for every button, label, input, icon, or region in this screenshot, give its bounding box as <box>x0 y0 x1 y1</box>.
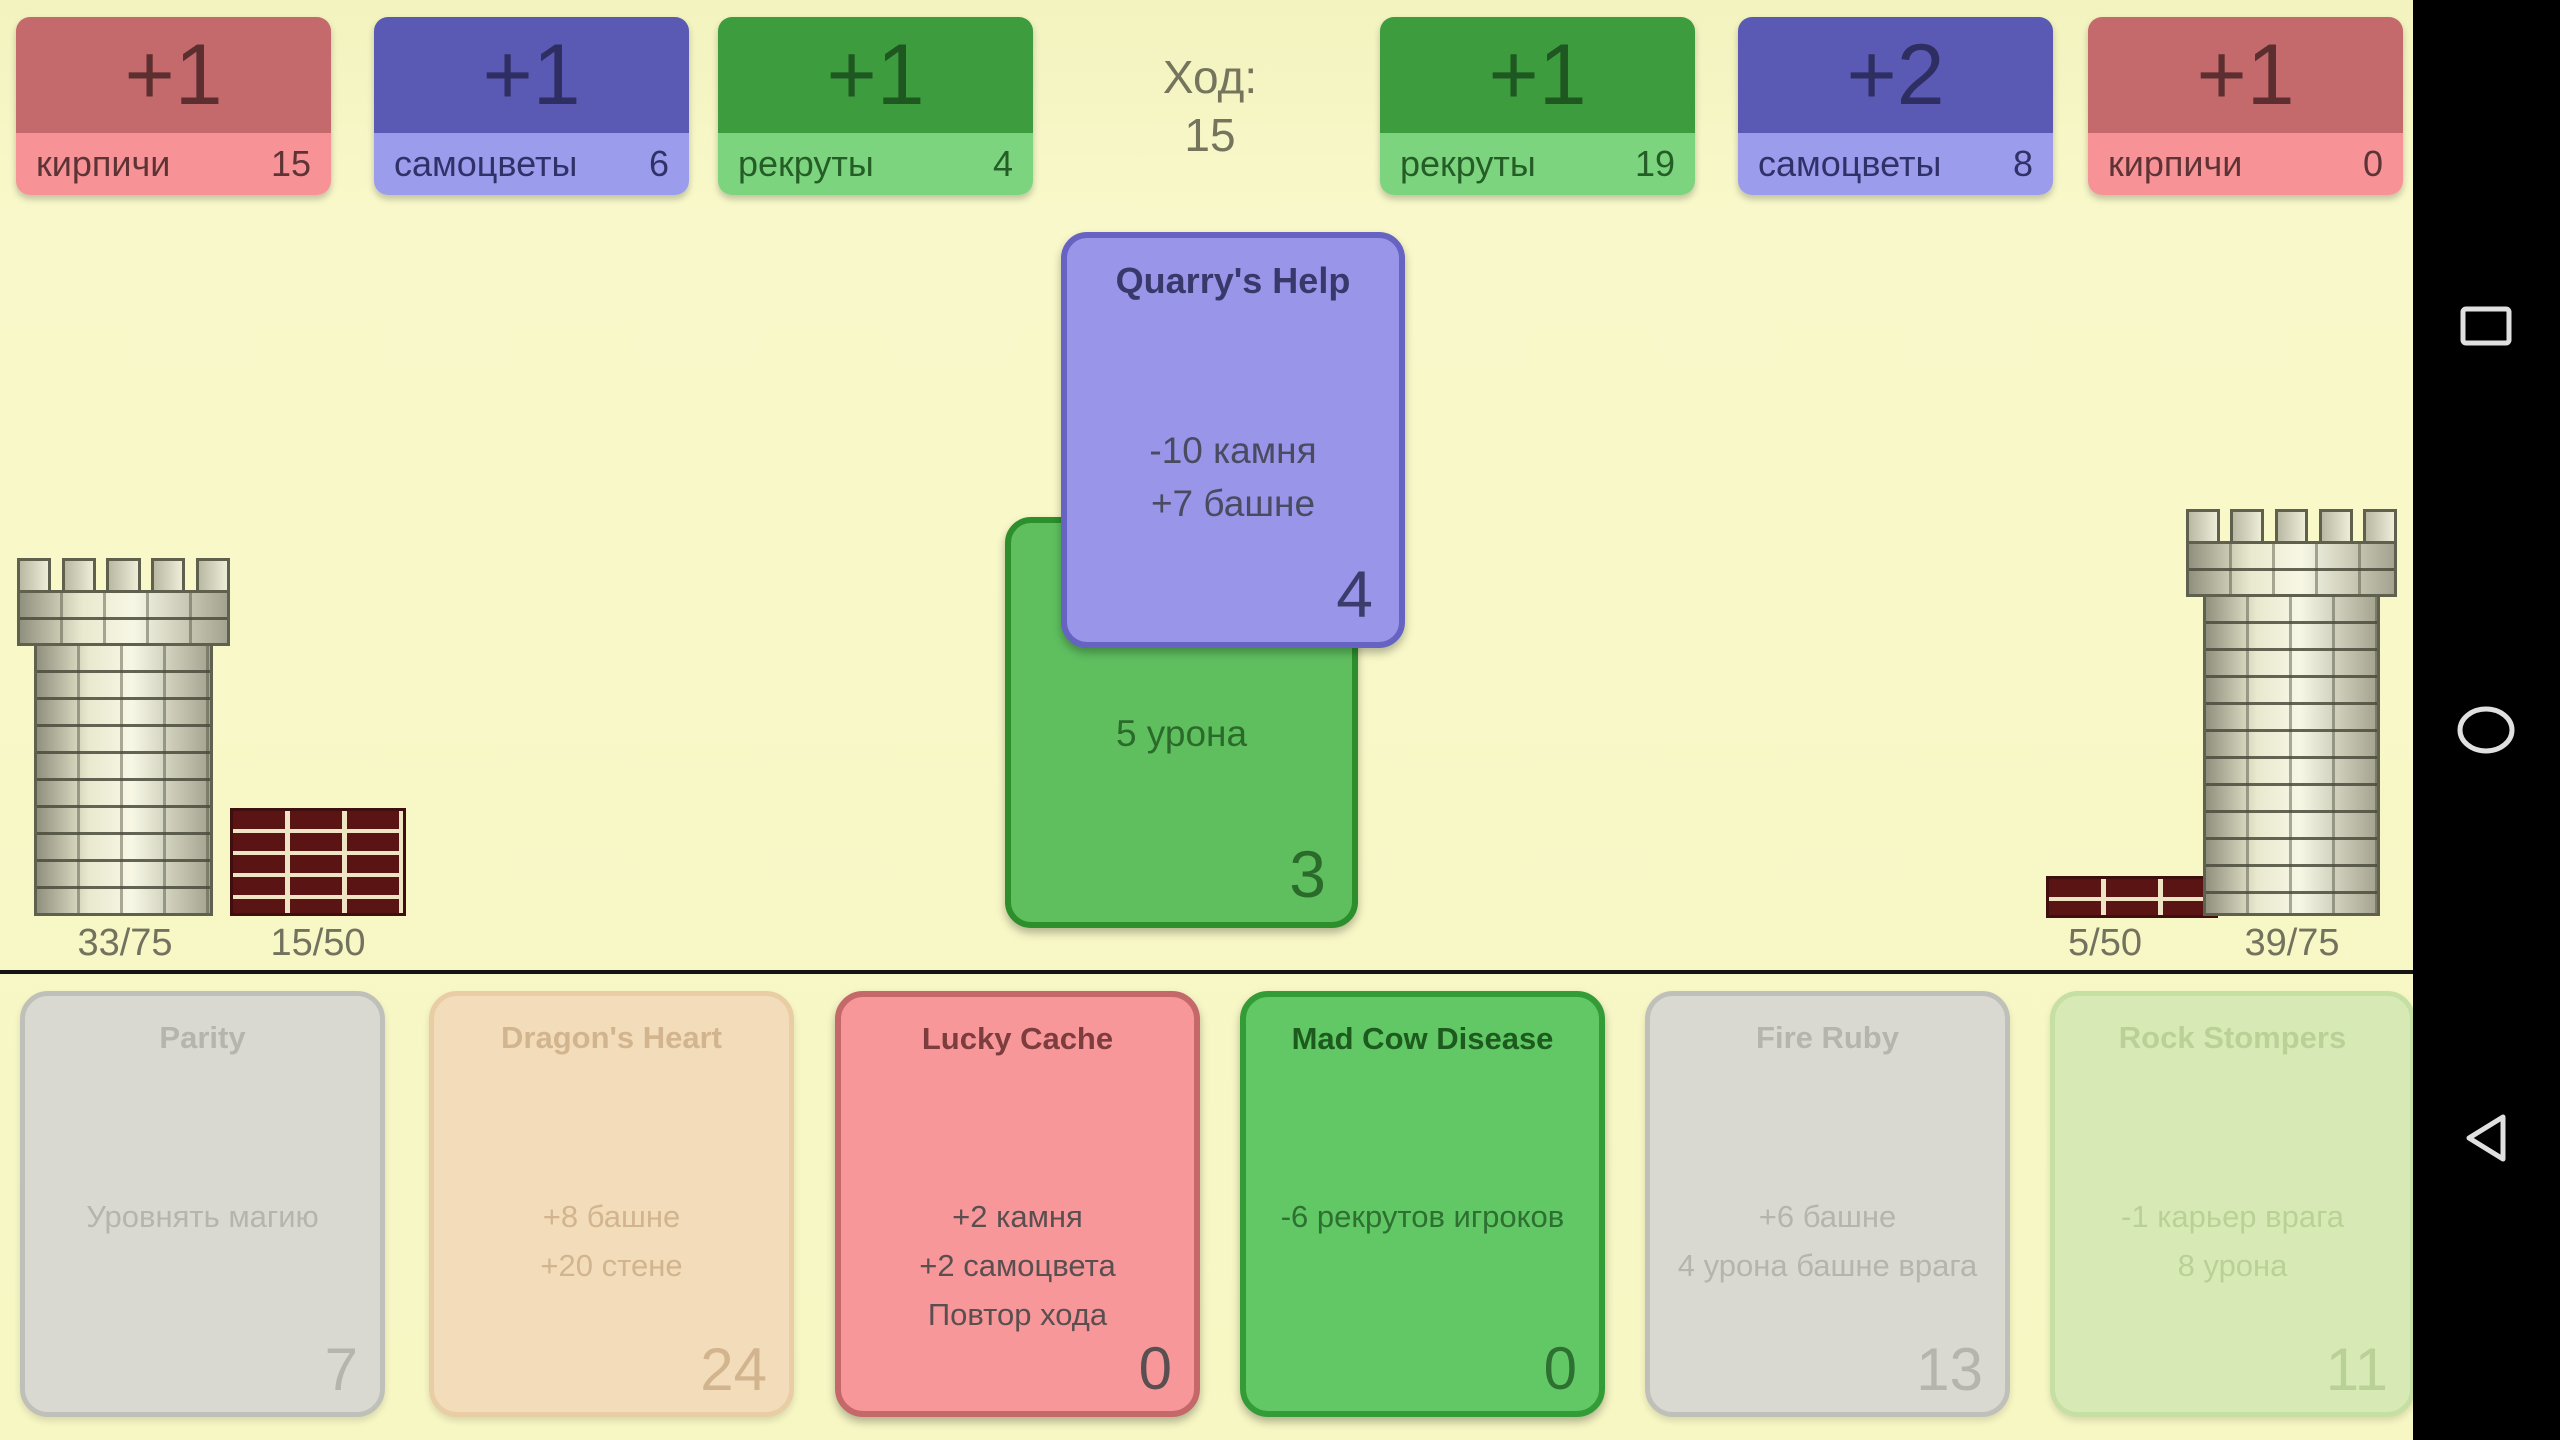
resource-card-bricks-player: +1 кирпичи 15 <box>16 17 331 195</box>
resource-strip: самоцветы 6 <box>374 133 689 195</box>
resource-gain: +1 <box>16 17 331 133</box>
enemy-wall-icon <box>2046 876 2218 918</box>
resource-value: 15 <box>270 143 311 184</box>
tower-crown <box>17 590 230 646</box>
card-title: Lucky Cache <box>921 1021 1114 1056</box>
card-effect: +6 башне 4 урона башне врага <box>1677 1198 1978 1283</box>
card-cost: 24 <box>700 1336 767 1403</box>
card-cost: 0 <box>1138 1335 1172 1402</box>
played-card-cost: 3 <box>1289 837 1326 911</box>
tower-body <box>34 646 213 916</box>
card-title: Rock Stompers <box>2118 1020 2347 1055</box>
hand-card-rock-stompers-disabled[interactable]: Rock Stompers -1 карьер врага 8 урона 11 <box>2050 991 2415 1417</box>
card-cost: 7 <box>324 1336 358 1403</box>
card-cost: 11 <box>2325 1336 2388 1403</box>
resource-label: кирпичи <box>2108 143 2243 184</box>
hand-area-divider <box>0 970 2413 974</box>
hand-card-mad-cow-disease[interactable]: Mad Cow Disease -6 рекрутов игроков 0 <box>1240 991 1605 1417</box>
hand-card-fire-ruby-disabled[interactable]: Fire Ruby +6 башне 4 урона башне врага 1… <box>1645 991 2010 1417</box>
enemy-tower-value: 39/75 <box>2244 922 2340 964</box>
resource-label: самоцветы <box>394 143 578 184</box>
enemy-wall-value: 5/50 <box>2068 922 2142 964</box>
card-title: Mad Cow Disease <box>1291 1021 1554 1056</box>
card-effect: -6 рекрутов игроков <box>1280 1198 1565 1234</box>
tower-crown <box>2186 541 2397 597</box>
resource-gain: +1 <box>374 17 689 133</box>
resource-gain: +1 <box>1380 17 1695 133</box>
resource-value: 0 <box>2362 143 2383 184</box>
resource-label: рекруты <box>1400 143 1536 184</box>
player-wall-icon <box>230 808 406 916</box>
resource-strip: кирпичи 0 <box>2088 133 2403 195</box>
resource-gain: +1 <box>718 17 1033 133</box>
resource-value: 4 <box>992 143 1013 184</box>
resource-label: самоцветы <box>1758 143 1942 184</box>
card-effect: -1 карьер врага 8 урона <box>2121 1198 2344 1283</box>
card-cost: 13 <box>1916 1336 1983 1403</box>
resource-strip: самоцветы 8 <box>1738 133 2053 195</box>
played-card-current: Quarry's Help -10 камня +7 башне 4 <box>1061 232 1405 648</box>
tower-merlons <box>2186 509 2397 541</box>
enemy-tower-icon <box>2186 509 2397 916</box>
resource-strip: кирпичи 15 <box>16 133 331 195</box>
card-title: Dragon's Heart <box>501 1020 722 1055</box>
card-cost: 0 <box>1543 1335 1577 1402</box>
resource-card-gems-player: +1 самоцветы 6 <box>374 17 689 195</box>
card-title: Fire Ruby <box>1756 1020 1899 1055</box>
resource-card-gems-enemy: +2 самоцветы 8 <box>1738 17 2053 195</box>
hand-card-dragons-heart-disabled[interactable]: Dragon's Heart +8 башне +20 стене 24 <box>429 991 794 1417</box>
tower-merlons <box>17 558 230 590</box>
player-tower-icon <box>17 558 230 916</box>
resource-value: 6 <box>648 143 669 184</box>
resource-strip: рекруты 4 <box>718 133 1033 195</box>
resource-card-bricks-enemy: +1 кирпичи 0 <box>2088 17 2403 195</box>
card-effect: Уровнять магию <box>86 1198 319 1234</box>
resource-card-recruits-player: +1 рекруты 4 <box>718 17 1033 195</box>
hand-card-parity-disabled[interactable]: Parity Уровнять магию 7 <box>20 991 385 1417</box>
card-effect: +2 камня +2 самоцвета Повтор хода <box>919 1198 1116 1332</box>
resource-label: рекруты <box>738 143 874 184</box>
card-effect: +8 башне +20 стене <box>540 1198 683 1283</box>
back-icon[interactable] <box>2456 1108 2516 1168</box>
player-wall-value: 15/50 <box>270 922 366 964</box>
tower-body <box>2202 597 2381 916</box>
played-card-cost: 4 <box>1336 557 1373 631</box>
resource-card-recruits-enemy: +1 рекруты 19 <box>1380 17 1695 195</box>
card-title: Parity <box>159 1020 246 1055</box>
played-card-effect: -10 камня +7 башне <box>1149 429 1317 524</box>
android-nav-bar <box>2413 0 2560 1440</box>
turn-label: Ход: <box>1162 51 1258 103</box>
hand-card-lucky-cache[interactable]: Lucky Cache +2 камня +2 самоцвета Повтор… <box>835 991 1200 1417</box>
player-tower-value: 33/75 <box>77 922 173 964</box>
played-card-title: Quarry's Help <box>1115 260 1351 301</box>
played-card-effect: 5 урона <box>1115 712 1248 754</box>
home-icon[interactable] <box>2456 700 2516 760</box>
turn-value: 15 <box>1184 109 1236 161</box>
recents-icon[interactable] <box>2456 296 2516 356</box>
resource-gain: +2 <box>1738 17 2053 133</box>
resource-value: 19 <box>1634 143 1675 184</box>
resource-value: 8 <box>2012 143 2033 184</box>
resource-strip: рекруты 19 <box>1380 133 1695 195</box>
turn-indicator: Ход: 15 <box>1120 48 1300 164</box>
resource-label: кирпичи <box>36 143 171 184</box>
resource-gain: +1 <box>2088 17 2403 133</box>
